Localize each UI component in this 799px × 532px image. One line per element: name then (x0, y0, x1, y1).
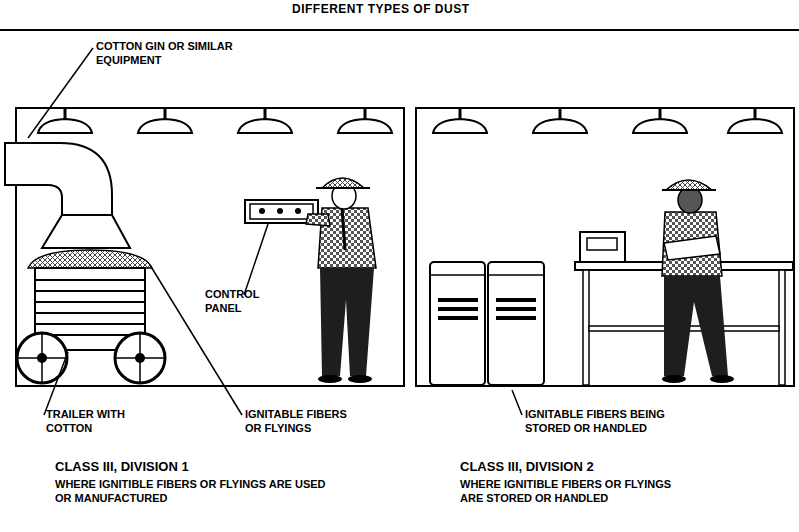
panel-knob (259, 208, 265, 214)
leader-line (244, 224, 268, 295)
lamp (728, 107, 782, 133)
table-leg (583, 270, 589, 385)
title-rule (0, 29, 799, 31)
worker (306, 178, 376, 383)
wheel-spokes (115, 333, 165, 383)
bin-bar (438, 307, 478, 311)
worker-arm (306, 214, 330, 226)
leader-line (150, 265, 242, 415)
trailer-body (35, 268, 145, 350)
worker-head (332, 183, 356, 209)
cotton-pile (28, 250, 152, 268)
wheel-spokes (17, 333, 67, 383)
worker-shoe (348, 375, 372, 383)
box-label (587, 238, 617, 250)
bin (430, 262, 485, 385)
callout-label: IGNITABLE FIBERS OR FLYINGS (245, 408, 359, 436)
leader-line (512, 390, 522, 415)
room-area: CLASS III, DIVISION 1WHERE IGNITIBLE FIB… (15, 107, 405, 387)
bin-bar (438, 316, 478, 320)
ceiling-lamps (38, 107, 782, 133)
lamp (533, 107, 587, 133)
storage-bins (430, 262, 544, 385)
lamp (433, 107, 487, 133)
lamp (338, 107, 392, 133)
cotton-trailer (17, 250, 165, 383)
table-shelf (589, 326, 779, 331)
diagram-title: DIFFERENT TYPES OF DUST (292, 2, 470, 17)
wheel-hub (135, 353, 145, 363)
bin-bar (438, 298, 478, 302)
worker-shoe (662, 375, 686, 383)
worker-legs (320, 268, 374, 376)
callout-label: IGNITABLE FIBERS BEING STORED OR HANDLED (525, 408, 693, 436)
wheel-hub (37, 353, 47, 363)
hat-brim (662, 189, 716, 191)
worker-shirt (318, 208, 376, 268)
callout-label: COTTON GIN OR SIMILAR EQUIPMENT (96, 40, 236, 68)
leader-line (44, 352, 68, 415)
callout-label: CONTROL PANEL (205, 288, 267, 316)
gin-hood (42, 215, 130, 248)
table-box (580, 232, 625, 262)
lamp (38, 107, 92, 133)
panel-knob (277, 208, 283, 214)
work-table (575, 232, 793, 385)
table-leg (779, 270, 785, 385)
worker-shirt (662, 212, 722, 276)
leader-lines (28, 48, 522, 415)
trailer-wheel (17, 333, 67, 383)
held-papers (664, 236, 720, 260)
lamp (633, 107, 687, 133)
room-area: CLASS III, DIVISION 2WHERE IGNITIBLE FIB… (415, 107, 795, 387)
trailer-wheel (115, 333, 165, 383)
worker (662, 180, 734, 383)
class-description: WHERE IGNITIBLE FIBERS OR FLYINGS ARE US… (55, 478, 330, 506)
worker-tie (342, 208, 345, 250)
bin-bar (496, 316, 536, 320)
worker-legs (664, 276, 728, 376)
callout-label: TRAILER WITH COTTON (46, 408, 130, 436)
lamp (138, 107, 192, 133)
leader-line (28, 48, 93, 138)
lamp (238, 107, 292, 133)
panel-face (250, 204, 313, 219)
worker-shoe (318, 375, 342, 383)
hard-hat (666, 180, 712, 190)
hard-hat (322, 178, 364, 188)
panel-box (245, 200, 318, 223)
class-heading: CLASS III, DIVISION 2 (460, 459, 780, 475)
class-heading: CLASS III, DIVISION 1 (55, 459, 375, 475)
cotton-gin (5, 143, 130, 248)
hat-brim (316, 187, 370, 189)
bin-rim (430, 274, 544, 276)
trailer-slats (35, 280, 145, 335)
bin (488, 262, 544, 385)
worker-shoe (710, 375, 734, 383)
class-description: WHERE IGNITIBLE FIBERS OR FLYINGS ARE ST… (460, 478, 675, 506)
table-top (575, 262, 793, 270)
control-panel (245, 200, 318, 223)
worker-head (678, 187, 702, 213)
bin-bar (496, 298, 536, 302)
bin-bar (496, 307, 536, 311)
gin-duct (5, 143, 112, 215)
panel-knob (295, 208, 301, 214)
